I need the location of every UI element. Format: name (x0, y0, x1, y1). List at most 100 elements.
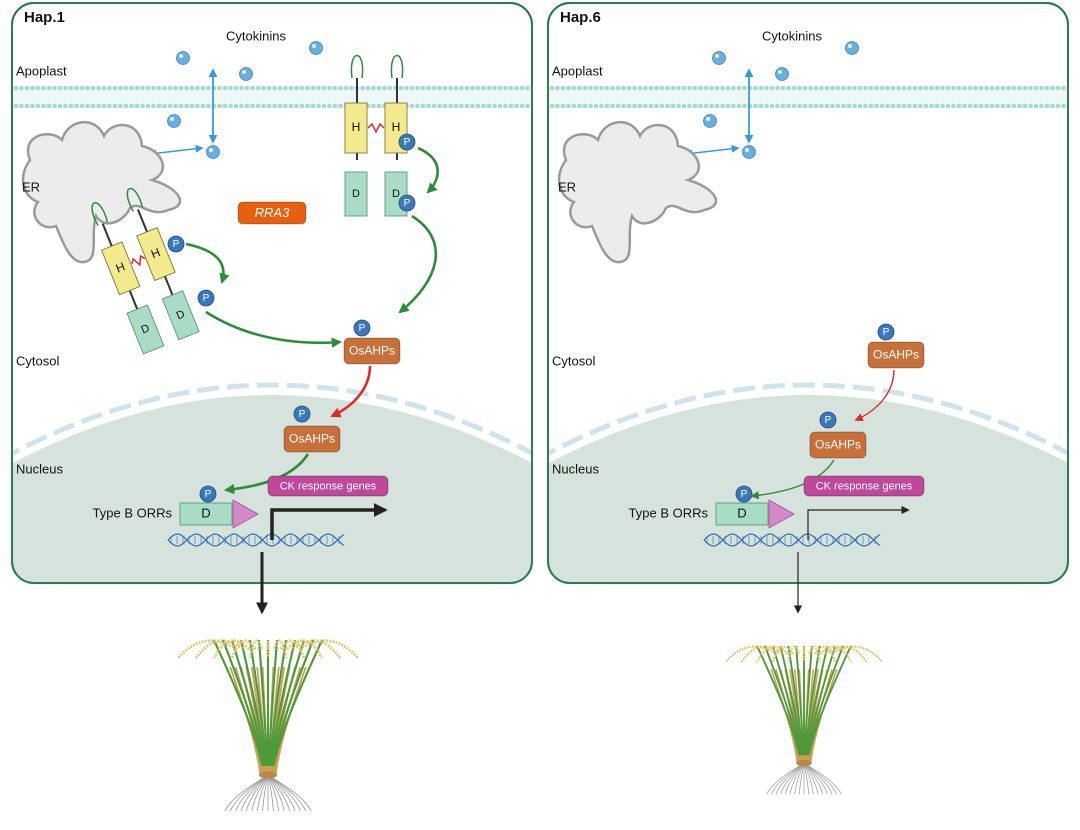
cytokinin-molecule (845, 41, 859, 55)
lipid-head (923, 85, 929, 91)
promoter-triangle (232, 499, 259, 529)
lipid-head (934, 103, 940, 109)
leaf-line (272, 639, 323, 767)
lipid-head (112, 103, 118, 109)
cytosol-label: Cytosol (552, 353, 595, 368)
cytokinin-highlight (745, 148, 749, 152)
cytokinin-highlight (778, 70, 782, 74)
lipid-head (101, 85, 107, 91)
lipid-head (85, 103, 90, 109)
plant-base (259, 771, 277, 779)
phosphate-icon (735, 485, 753, 503)
lipid-head (24, 103, 30, 109)
lipid-head (1011, 85, 1017, 91)
lipid-head (327, 103, 332, 109)
osahps-nucleus-box (809, 431, 867, 459)
nuclear-envelope (12, 382, 532, 463)
leaf-line (271, 639, 315, 767)
lipid-head (1050, 103, 1055, 109)
lipid-head (885, 85, 890, 91)
lipid-head (1006, 103, 1011, 109)
lipid-head (566, 85, 571, 91)
orr-d-domain (715, 502, 769, 526)
lipid-head (129, 103, 134, 109)
lipid-head (632, 85, 637, 91)
lipid-head (797, 103, 802, 109)
lipid-head (940, 85, 945, 91)
leaf-line (221, 639, 265, 767)
lipid-head (222, 103, 228, 109)
cytokinin-molecule (742, 145, 756, 159)
nucleus-region (12, 382, 532, 583)
lipid-head (808, 103, 813, 109)
lipid-head (835, 85, 841, 91)
dna-strand (167, 533, 345, 547)
lipid-head (720, 103, 725, 109)
cytokinin-highlight (209, 148, 213, 152)
lipid-head (868, 103, 874, 109)
osahps-cytosol-box (867, 341, 925, 369)
lipid-head (508, 103, 514, 109)
lipid-head (173, 103, 178, 109)
lipid-head (1033, 103, 1039, 109)
lipid-head (599, 85, 604, 91)
lipid-head (857, 103, 863, 109)
lipid-head (437, 103, 442, 109)
panel-hap1: Hap.1ApoplastCytosolNucleusCytokininsERH… (11, 2, 533, 812)
panel-title: Hap.6 (560, 9, 601, 26)
lipid-head (481, 103, 486, 109)
leaf-line (803, 645, 813, 756)
lipid-head (486, 85, 492, 91)
lipid-head (610, 103, 615, 109)
lipid-head (560, 103, 566, 109)
lipid-head (1039, 85, 1044, 91)
panel-title: Hap.1 (24, 9, 65, 26)
leaf-line (269, 639, 297, 767)
lipid-head (19, 85, 24, 91)
lipid-head (327, 85, 332, 91)
lipid-head (41, 85, 46, 91)
lipid-head (566, 103, 571, 109)
lipid-head (852, 103, 857, 109)
panicle-line (725, 645, 778, 663)
lipid-head (1044, 85, 1050, 91)
lipid-head (464, 103, 470, 109)
lipid-head (431, 85, 437, 91)
lipid-head (945, 85, 951, 91)
lipid-head (912, 85, 918, 91)
dna-strand (703, 533, 881, 547)
disulfide-bond (131, 254, 146, 267)
lipid-head (1055, 103, 1061, 109)
lipid-head (731, 85, 736, 91)
lipid-head (989, 103, 995, 109)
lipid-head (68, 103, 74, 109)
lipid-head (178, 85, 184, 91)
cell-border (11, 2, 533, 584)
lipid-head (863, 85, 868, 91)
leaf-line (806, 645, 844, 756)
lipid-head (973, 85, 978, 91)
apoplast-label: Apoplast (552, 63, 603, 78)
dna-strand (703, 533, 881, 547)
lipid-head (13, 103, 19, 109)
lipid-head (255, 85, 261, 91)
root-line (803, 762, 842, 795)
cell-border (547, 2, 1069, 584)
lipid-head (376, 103, 382, 109)
endoplasmic-reticulum (21, 120, 182, 264)
lipid-head (96, 85, 101, 91)
lipid-head (492, 85, 497, 91)
lipid-head (681, 85, 687, 91)
panicle-line (177, 639, 238, 659)
lipid-head (929, 85, 934, 91)
phosphate-label: P (299, 409, 306, 420)
lipid-head (1061, 85, 1066, 91)
rice-plant-illustration (725, 645, 883, 795)
lipid-head (294, 103, 299, 109)
transport-arrow (148, 144, 204, 158)
cytokinin-highlight (179, 54, 183, 58)
lipid-head (332, 85, 338, 91)
lipid-head (775, 85, 780, 91)
lipid-head (239, 85, 244, 91)
cytokinin-molecule (712, 51, 726, 65)
